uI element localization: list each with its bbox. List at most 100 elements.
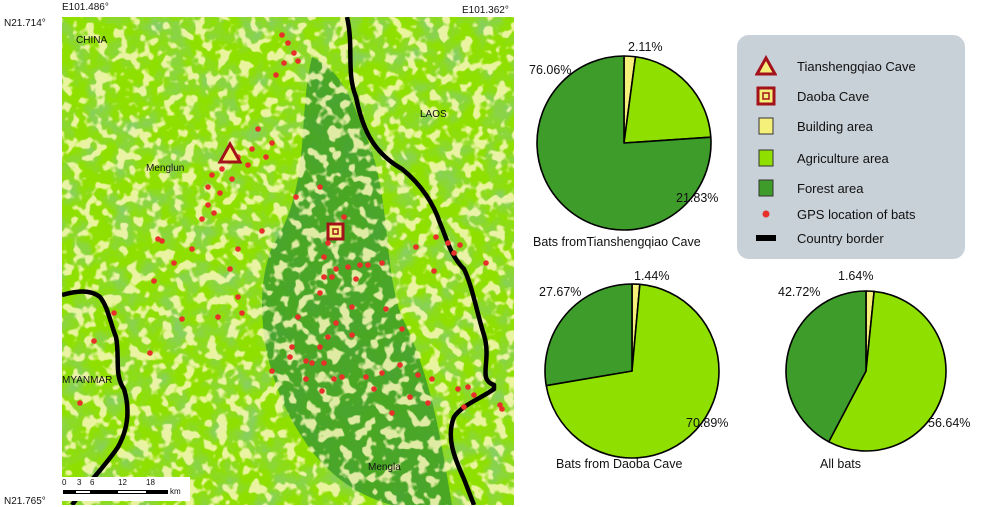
bat-gps-dot bbox=[399, 326, 405, 332]
bat-gps-dot bbox=[317, 184, 323, 190]
land-cover-map[interactable]: CHINA LAOS Menglun MYANMAR Mengla 0 3 6 … bbox=[62, 17, 514, 505]
bat-gps-dot bbox=[425, 400, 431, 406]
bat-gps-dot bbox=[461, 404, 467, 410]
bat-gps-dot bbox=[287, 354, 293, 360]
bat-gps-dot bbox=[249, 146, 255, 152]
daoba-cave-marker-inner bbox=[332, 228, 339, 235]
bat-gps-dot bbox=[389, 410, 395, 416]
bat-gps-dot bbox=[259, 228, 265, 234]
pie2-label-forest: 42.72% bbox=[778, 285, 821, 299]
bat-gps-dot bbox=[227, 266, 233, 272]
legend-item-building: Building area bbox=[755, 115, 873, 137]
pie1-label-building: 1.44% bbox=[634, 269, 670, 283]
bat-gps-dot bbox=[483, 260, 489, 266]
scale-unit: km bbox=[170, 487, 181, 496]
legend-label: Forest area bbox=[797, 180, 864, 196]
bat-gps-dot bbox=[171, 260, 177, 266]
bat-gps-dot bbox=[211, 210, 217, 216]
scale-tick-3: 3 bbox=[77, 478, 82, 487]
bat-gps-dot bbox=[353, 276, 359, 282]
bat-gps-dot bbox=[303, 358, 309, 364]
bat-gps-points bbox=[77, 32, 505, 416]
daoba-cave-marker[interactable] bbox=[326, 222, 345, 241]
bat-gps-dot bbox=[245, 162, 251, 168]
bat-gps-dot bbox=[415, 372, 421, 378]
scale-bar: 0 3 6 12 18 km bbox=[62, 477, 190, 501]
triangle-marker-icon bbox=[755, 55, 777, 77]
tianshengqiao-cave-marker[interactable] bbox=[217, 140, 243, 164]
legend-label: Agriculture area bbox=[797, 150, 889, 166]
bat-gps-dot bbox=[379, 370, 385, 376]
bat-gps-dot bbox=[291, 50, 297, 56]
legend-item-border: Country border bbox=[755, 227, 884, 249]
bat-gps-dot bbox=[457, 242, 463, 248]
bat-gps-dot bbox=[325, 334, 331, 340]
bat-gps-dot bbox=[77, 400, 83, 406]
bat-gps-dot bbox=[235, 294, 241, 300]
bat-gps-dot bbox=[263, 154, 269, 160]
pie2-label-agriculture: 56.64% bbox=[928, 416, 971, 430]
bat-gps-dot bbox=[205, 184, 211, 190]
bat-gps-dot bbox=[205, 202, 211, 208]
pie1-label-agriculture: 70.89% bbox=[686, 416, 729, 430]
bat-gps-dot bbox=[431, 268, 437, 274]
bat-gps-dot bbox=[295, 314, 301, 320]
darkgreen-swatch-icon bbox=[755, 177, 777, 199]
bat-gps-dot bbox=[159, 238, 165, 244]
bat-gps-dot bbox=[317, 290, 323, 296]
bat-gps-dot bbox=[279, 32, 285, 38]
bat-gps-dot bbox=[239, 310, 245, 316]
bat-gps-dot bbox=[321, 360, 327, 366]
bat-gps-dot bbox=[357, 262, 363, 268]
coord-top-right-lon: E101.362° bbox=[462, 5, 509, 16]
legend-label: GPS location of bats bbox=[797, 206, 916, 222]
bat-gps-dot bbox=[303, 376, 309, 382]
bat-gps-dot bbox=[285, 40, 291, 46]
pie1-label-forest: 27.67% bbox=[539, 285, 582, 299]
label-laos: LAOS bbox=[420, 109, 447, 120]
pie2-title: All bats bbox=[820, 457, 861, 471]
bat-gps-dot bbox=[269, 140, 275, 146]
legend-item-forest: Forest area bbox=[755, 177, 863, 199]
scale-tick-18: 18 bbox=[146, 478, 155, 487]
coord-top-left-lon: E101.486° bbox=[62, 2, 109, 13]
lightgreen-swatch-icon bbox=[755, 147, 777, 169]
pie0-slice-agriculture-area bbox=[623, 55, 712, 144]
bat-gps-dot bbox=[293, 194, 299, 200]
scale-seg-5 bbox=[146, 490, 168, 494]
bat-gps-dot bbox=[451, 250, 457, 256]
bat-gps-dot bbox=[209, 172, 215, 178]
bat-gps-dot bbox=[235, 246, 241, 252]
bat-gps-dot bbox=[379, 260, 385, 266]
pie2-slice-forest-area bbox=[785, 290, 867, 443]
legend-label: Country border bbox=[797, 230, 884, 246]
bat-gps-dot bbox=[147, 350, 153, 356]
pie-all-bats bbox=[785, 290, 947, 452]
bat-gps-dot bbox=[321, 254, 327, 260]
pie1-title: Bats from Daoba Cave bbox=[556, 457, 683, 471]
legend-label: Daoba Cave bbox=[797, 88, 870, 104]
pie0-label-agriculture: 21.83% bbox=[676, 191, 719, 205]
legend-item-tianshengqiao: Tianshengqiao Cave bbox=[755, 55, 916, 77]
bat-gps-dot bbox=[179, 316, 185, 322]
scale-tick-0: 0 bbox=[62, 478, 67, 487]
red-dot-icon bbox=[755, 203, 777, 225]
label-mengla: Mengla bbox=[368, 462, 401, 473]
bat-gps-dot bbox=[499, 406, 505, 412]
bat-gps-dot bbox=[333, 266, 339, 272]
bat-gps-dot bbox=[365, 262, 371, 268]
bat-gps-dot bbox=[341, 214, 347, 220]
bat-gps-dot bbox=[445, 240, 451, 246]
bat-gps-dot bbox=[151, 278, 157, 284]
bat-gps-dot bbox=[289, 344, 295, 350]
legend: Tianshengqiao Cave Daoba Cave Building a… bbox=[737, 35, 965, 259]
bat-gps-dot bbox=[345, 264, 351, 270]
label-menglun: Menglun bbox=[146, 163, 185, 174]
bat-gps-dot bbox=[317, 344, 323, 350]
black-line-icon bbox=[755, 227, 777, 249]
bat-gps-dot bbox=[215, 314, 221, 320]
pie-tianshengqiao bbox=[536, 55, 712, 231]
legend-item-gps: GPS location of bats bbox=[755, 203, 916, 225]
bat-gps-dot bbox=[331, 376, 337, 382]
legend-label: Tianshengqiao Cave bbox=[797, 58, 916, 74]
